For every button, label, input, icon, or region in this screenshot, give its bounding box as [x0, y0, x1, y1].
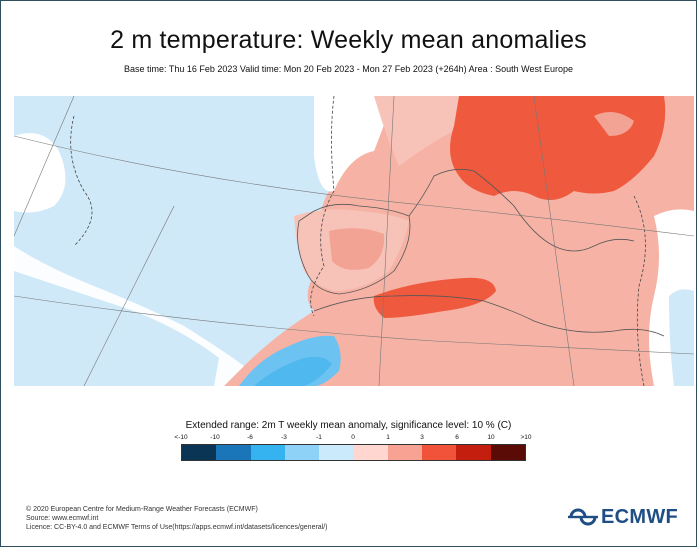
legend-tick: -6: [247, 434, 253, 441]
graticule-latitude-1: [14, 135, 694, 237]
ecmwf-logo-text: ECMWF: [601, 505, 679, 528]
legend-swatch: [319, 445, 354, 460]
footer: © 2020 European Centre for Medium-Range …: [26, 505, 328, 532]
ecmwf-logo-icon: [568, 508, 598, 526]
legend-swatch: [490, 445, 525, 460]
legend-tick: 6: [455, 434, 459, 441]
mediterranean-north-coastline: [408, 168, 635, 252]
legend-tick: 10: [487, 434, 495, 441]
legend-tick: 1: [386, 434, 390, 441]
cool-region-east: [669, 289, 694, 386]
copyright-text: © 2020 European Centre for Medium-Range …: [26, 506, 258, 513]
significance-contour-west: [310, 96, 335, 317]
source-text: Source: www.ecmwf.int: [26, 515, 99, 522]
neutral-region-biscay: [314, 96, 394, 192]
significance-contour-atlantic: [70, 115, 93, 247]
warm-region-iberia: [329, 228, 385, 270]
legend-swatch: [422, 445, 457, 460]
iberia-coastline: [297, 203, 411, 295]
north-africa-coastline: [313, 295, 665, 337]
legend-tick: 3: [420, 434, 424, 441]
legend-swatch: [250, 445, 285, 460]
page-title: 2 m temperature: Weekly mean anomalies: [110, 26, 587, 54]
legend-title: Extended range: 2m T weekly mean anomaly…: [185, 420, 512, 431]
legend-swatch: [182, 445, 217, 460]
map-canvas: [14, 96, 694, 386]
ecmwf-logo[interactable]: ECMWF: [568, 506, 678, 528]
legend-swatch: [284, 445, 320, 460]
legend-tick: -10: [210, 434, 220, 441]
licence-text: Licence: CC-BY-4.0 and ECMWF Terms of Us…: [26, 524, 328, 531]
graticule-latitude-2: [14, 295, 694, 355]
legend-ticks: <-10 -10 -6 -3 -1 0 1 3 6 10 >10: [174, 434, 544, 444]
legend-tick: 0: [351, 434, 355, 441]
legend-tick: >10: [520, 434, 532, 441]
atlantic-cool-region-south: [14, 271, 219, 386]
graticule-longitude-4: [14, 96, 75, 237]
colder-region-atlantic-south: [254, 356, 332, 386]
legend-tick: -3: [281, 434, 287, 441]
anomaly-map[interactable]: [14, 96, 694, 386]
graticule-longitude-3: [533, 96, 575, 386]
hot-region-sahara: [373, 277, 496, 318]
legend-swatch: [216, 445, 251, 460]
page-subtitle: Base time: Thu 16 Feb 2023 Valid time: M…: [123, 64, 574, 74]
legend-tick: <-10: [174, 434, 188, 441]
neutral-region-west: [14, 133, 66, 213]
legend-swatch: [353, 445, 388, 460]
legend-colorbar: [181, 444, 526, 461]
legend-swatch: [456, 445, 491, 460]
significance-contour-east: [633, 195, 646, 386]
warm-patch-east: [594, 112, 634, 136]
legend-swatch: [387, 445, 423, 460]
legend-tick: -1: [316, 434, 322, 441]
graticule-longitude-2: [378, 96, 395, 386]
graticule-longitude-1: [83, 205, 175, 386]
